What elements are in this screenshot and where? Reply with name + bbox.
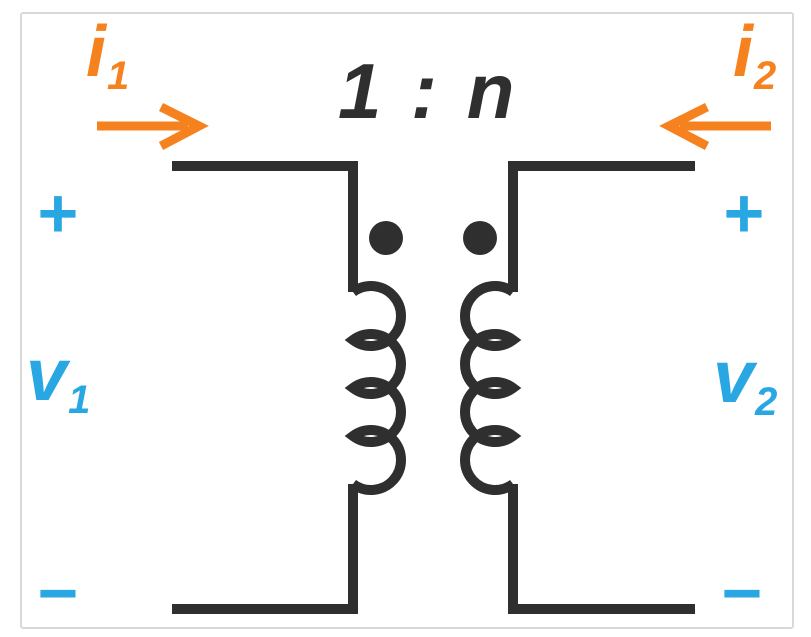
primary-polarity-dot-icon (369, 221, 403, 255)
secondary-current-symbol: i (733, 12, 754, 92)
secondary-minus-sign: − (721, 554, 763, 632)
secondary-plus-sign: + (723, 174, 765, 252)
primary-current-arrow-right-icon (97, 102, 209, 150)
secondary-voltage-symbol: v (713, 335, 755, 418)
primary-current-subscript: 1 (107, 53, 130, 98)
primary-plus-sign: + (37, 174, 79, 252)
secondary-coil-icon (460, 281, 522, 495)
secondary-bottom-wire (508, 484, 695, 614)
primary-voltage-subscript: 1 (68, 377, 91, 422)
secondary-top-wire (508, 161, 695, 292)
primary-voltage-symbol: v (26, 333, 68, 416)
primary-current-symbol: i (86, 12, 107, 92)
primary-winding-circuit (172, 161, 406, 614)
primary-coil-icon (344, 281, 406, 495)
primary-minus-sign: − (37, 554, 79, 632)
secondary-voltage-subscript: 2 (755, 379, 778, 424)
secondary-voltage-label: v2 (713, 340, 777, 422)
primary-top-wire (172, 161, 358, 292)
primary-bottom-wire (172, 484, 358, 614)
secondary-polarity-dot-icon (463, 221, 497, 255)
primary-current-label: i1 (86, 16, 129, 96)
secondary-current-subscript: 2 (754, 53, 777, 98)
secondary-current-arrow-left-icon (659, 102, 771, 150)
secondary-current-label: i2 (733, 16, 776, 96)
primary-voltage-label: v1 (26, 338, 90, 420)
turns-ratio-label: 1 : n (338, 47, 519, 135)
secondary-winding-circuit (460, 161, 695, 614)
